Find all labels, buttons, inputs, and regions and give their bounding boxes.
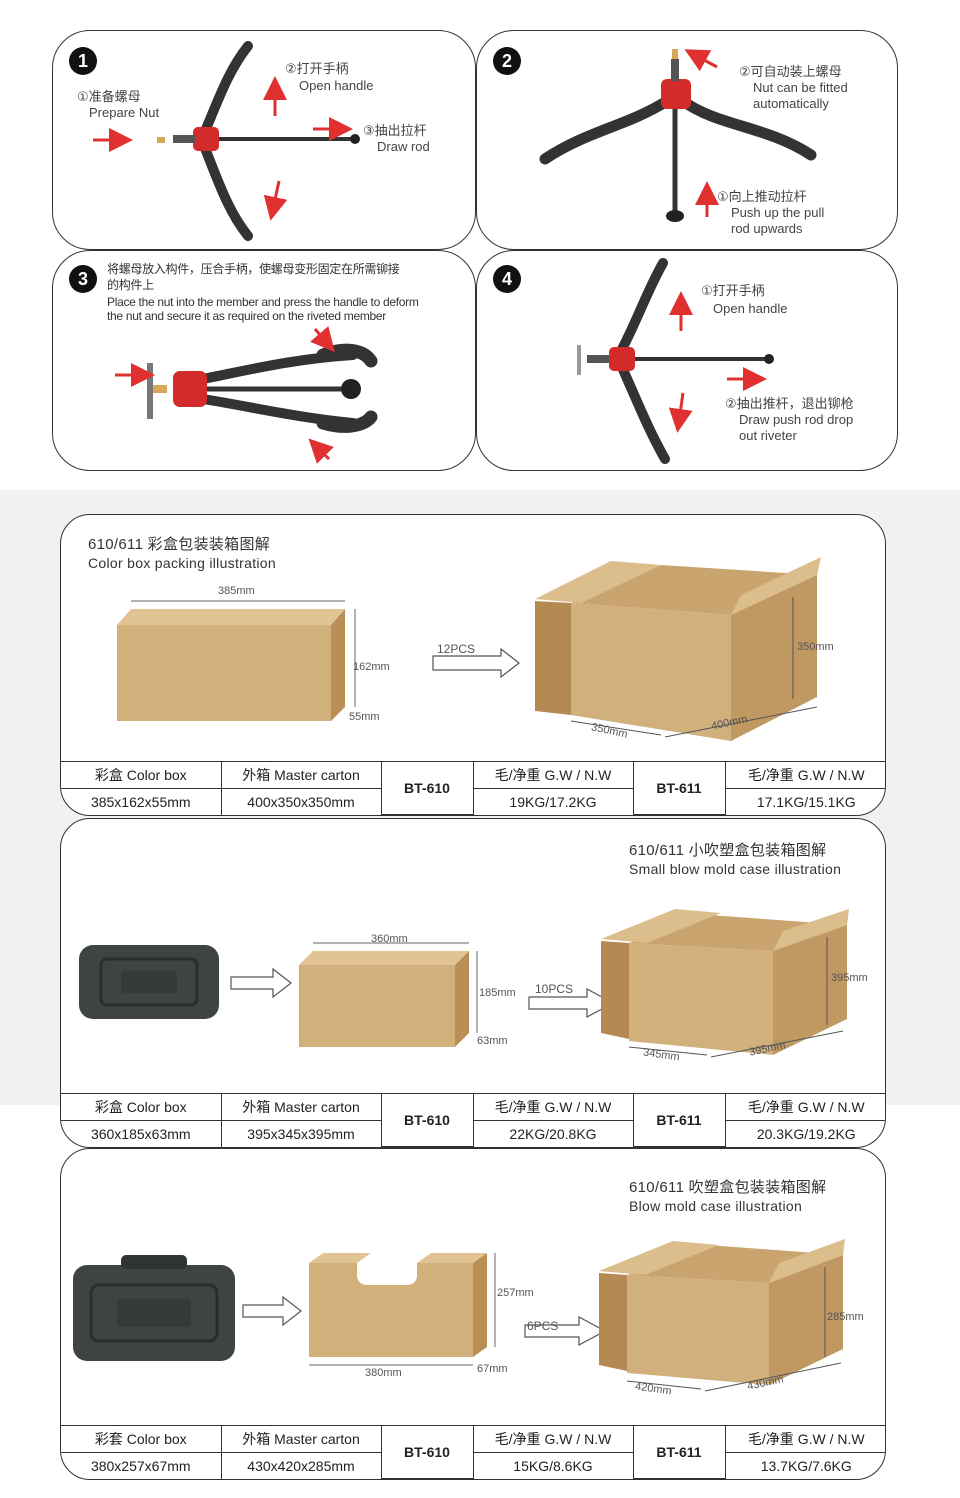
pack-2-col-weight-610: 毛/净重 G.W / N.W — [472, 1092, 634, 1121]
pack-3-model-611: BT-611 — [632, 1424, 726, 1479]
pack-2-title-cn: 610/611 小吹塑盒包装箱图解 — [629, 842, 827, 859]
pack-1-col-color-box: 彩盒 Color box — [61, 760, 222, 789]
pack-1-illustration — [117, 557, 821, 741]
step-1-label-1-en: Prepare Nut — [89, 105, 160, 120]
pack-3-qty: 6PCS — [527, 1319, 559, 1333]
step-3-desc-cn2: 的构件上 — [107, 278, 154, 292]
step-2-label-2-cn: ①向上推动拉杆 — [717, 189, 807, 204]
step-4-label-2-cn: ②抽出推杆，退出铆枪 — [725, 396, 854, 411]
pack-1-weight-611: 17.1KG/15.1KG — [724, 787, 885, 815]
pack-3-color-box-size: 380x257x67mm — [61, 1451, 222, 1479]
pack-2-col-color-box: 彩盒 Color box — [61, 1092, 222, 1121]
step-1-number: 1 — [69, 47, 97, 75]
pack-3-box-width: 380mm — [365, 1367, 402, 1379]
pack-2-col-master-carton: 外箱 Master carton — [220, 1092, 382, 1121]
pack-1-col-master-carton: 外箱 Master carton — [220, 760, 382, 789]
step-1-label-2-en: Open handle — [299, 78, 374, 93]
pack-1-box-depth: 55mm — [349, 711, 380, 723]
step-4-label-2-en2: out riveter — [739, 428, 797, 443]
pack-2-qty: 10PCS — [535, 982, 574, 996]
pack-1-model-610: BT-610 — [380, 760, 474, 815]
step-3-desc-cn1: 将螺母放入构件，压合手柄，使螺母变形固定在所需铆接 — [107, 262, 400, 276]
pack-3-weight-610: 15KG/8.6KG — [472, 1451, 634, 1479]
step-4-label-1-cn: ①打开手柄 — [701, 283, 765, 298]
step-4-label-2-en1: Draw push rod drop — [739, 412, 854, 427]
step-3-number: 3 — [69, 265, 97, 293]
step-3-desc-en2: the nut and secure it as required on the… — [107, 309, 387, 323]
pack-1-carton-size: 400x350x350mm — [220, 787, 382, 815]
pack-3-table: 彩套 Color box 外箱 Master carton BT-610 毛/净… — [61, 1424, 885, 1480]
pack-1-box-height: 162mm — [353, 661, 390, 673]
pack-1-qty: 12PCS — [437, 642, 476, 656]
step-2-label-1-en1: Nut can be fitted — [753, 80, 848, 95]
pack-3-col-weight-611: 毛/净重 G.W / N.W — [724, 1424, 885, 1453]
step-1-panel: 1 ①准备螺母 Prepare Nut ②打开手柄 Open handle ③抽… — [52, 30, 476, 250]
pack-1-model-611: BT-611 — [632, 760, 726, 815]
step-2-number: 2 — [493, 47, 521, 75]
pack-3-illustration — [73, 1239, 845, 1392]
pack-1-color-box-size: 385x162x55mm — [61, 787, 222, 815]
pack-3-title-en: Blow mold case illustration — [629, 1198, 803, 1214]
pack-2-color-box-size: 360x185x63mm — [61, 1119, 222, 1147]
pack-2-model-610: BT-610 — [380, 1092, 474, 1147]
pack-panel-color-box: 610/611 彩盒包装装箱图解 Color box packing illus… — [60, 514, 886, 816]
pack-1-weight-610: 19KG/17.2KG — [472, 787, 634, 815]
pack-panel-small-blow-mold: 610/611 小吹塑盒包装箱图解 Small blow mold case i… — [60, 818, 886, 1148]
step-3-panel: 3 将螺母放入构件，压合手柄，使螺母变形固定在所需铆接 的构件上 Place t… — [52, 250, 476, 471]
pack-3-carton-height: 285mm — [827, 1311, 864, 1323]
pack-2-carton-height: 395mm — [831, 972, 868, 984]
step-1-label-3-cn: ③抽出拉杆 — [363, 123, 427, 138]
pack-1-col-weight-610: 毛/净重 G.W / N.W — [472, 760, 634, 789]
step-3-desc-en1: Place the nut into the member and press … — [107, 295, 419, 309]
step-2-label-1-cn: ②可自动装上螺母 — [739, 64, 842, 79]
pack-2-table: 彩盒 Color box 外箱 Master carton BT-610 毛/净… — [61, 1092, 885, 1148]
pack-2-box-width: 360mm — [371, 933, 408, 945]
pack-3-col-master-carton: 外箱 Master carton — [220, 1424, 382, 1453]
pack-1-title-cn: 610/611 彩盒包装装箱图解 — [88, 536, 271, 553]
pack-2-title-en: Small blow mold case illustration — [629, 861, 842, 877]
rivet-tool-release-icon — [577, 258, 774, 464]
rivet-tool-vertical-icon — [539, 49, 817, 222]
pack-2-weight-610: 22KG/20.8KG — [472, 1119, 634, 1147]
step-4-number: 4 — [493, 265, 521, 293]
pack-3-model-610: BT-610 — [380, 1424, 474, 1479]
step-2-label-2-en2: rod upwards — [731, 221, 803, 236]
pack-2-box-height: 185mm — [479, 987, 516, 999]
rivet-tool-open-icon — [93, 41, 360, 241]
pack-1-table: 彩盒 Color box 外箱 Master carton BT-610 毛/净… — [61, 760, 885, 816]
pack-3-col-weight-610: 毛/净重 G.W / N.W — [472, 1424, 634, 1453]
pack-1-col-weight-611: 毛/净重 G.W / N.W — [724, 760, 885, 789]
pack-2-carton-size: 395x345x395mm — [220, 1119, 382, 1147]
pack-1-carton-height: 350mm — [797, 641, 834, 653]
pack-2-model-611: BT-611 — [632, 1092, 726, 1147]
pack-1-box-width: 385mm — [218, 585, 255, 597]
step-2-panel: 2 ②可自动装上螺母 Nut can be fitted automatical… — [476, 30, 898, 250]
pack-2-col-weight-611: 毛/净重 G.W / N.W — [724, 1092, 885, 1121]
step-1-label-2-cn: ②打开手柄 — [285, 61, 349, 76]
step-1-label-1-cn: ①准备螺母 — [77, 89, 141, 104]
pack-3-col-color-box: 彩套 Color box — [61, 1424, 222, 1453]
step-2-label-2-en1: Push up the pull — [731, 205, 825, 220]
step-4-label-1-en: Open handle — [713, 301, 788, 316]
step-2-label-1-en2: automatically — [753, 96, 829, 111]
pack-3-box-height: 257mm — [497, 1287, 534, 1299]
pack-3-box-depth: 67mm — [477, 1363, 508, 1375]
pack-3-weight-611: 13.7KG/7.6KG — [724, 1451, 885, 1479]
step-1-label-3-en: Draw rod — [377, 139, 430, 154]
pack-3-title-cn: 610/611 吹塑盒包装装箱图解 — [629, 1179, 827, 1196]
pack-3-carton-size: 430x420x285mm — [220, 1451, 382, 1479]
rivet-tool-closed-icon — [115, 326, 378, 464]
pack-panel-blow-mold: 610/611 吹塑盒包装装箱图解 Blow mold case illustr… — [60, 1148, 886, 1480]
pack-2-weight-611: 20.3KG/19.2KG — [724, 1119, 885, 1147]
pack-2-box-depth: 63mm — [477, 1035, 508, 1047]
pack-2-illustration — [79, 909, 849, 1058]
step-4-panel: 4 ①打开手柄 Open handle ②抽出推杆，退出铆枪 Draw push… — [476, 250, 898, 471]
pack-1-title-en: Color box packing illustration — [88, 555, 276, 571]
